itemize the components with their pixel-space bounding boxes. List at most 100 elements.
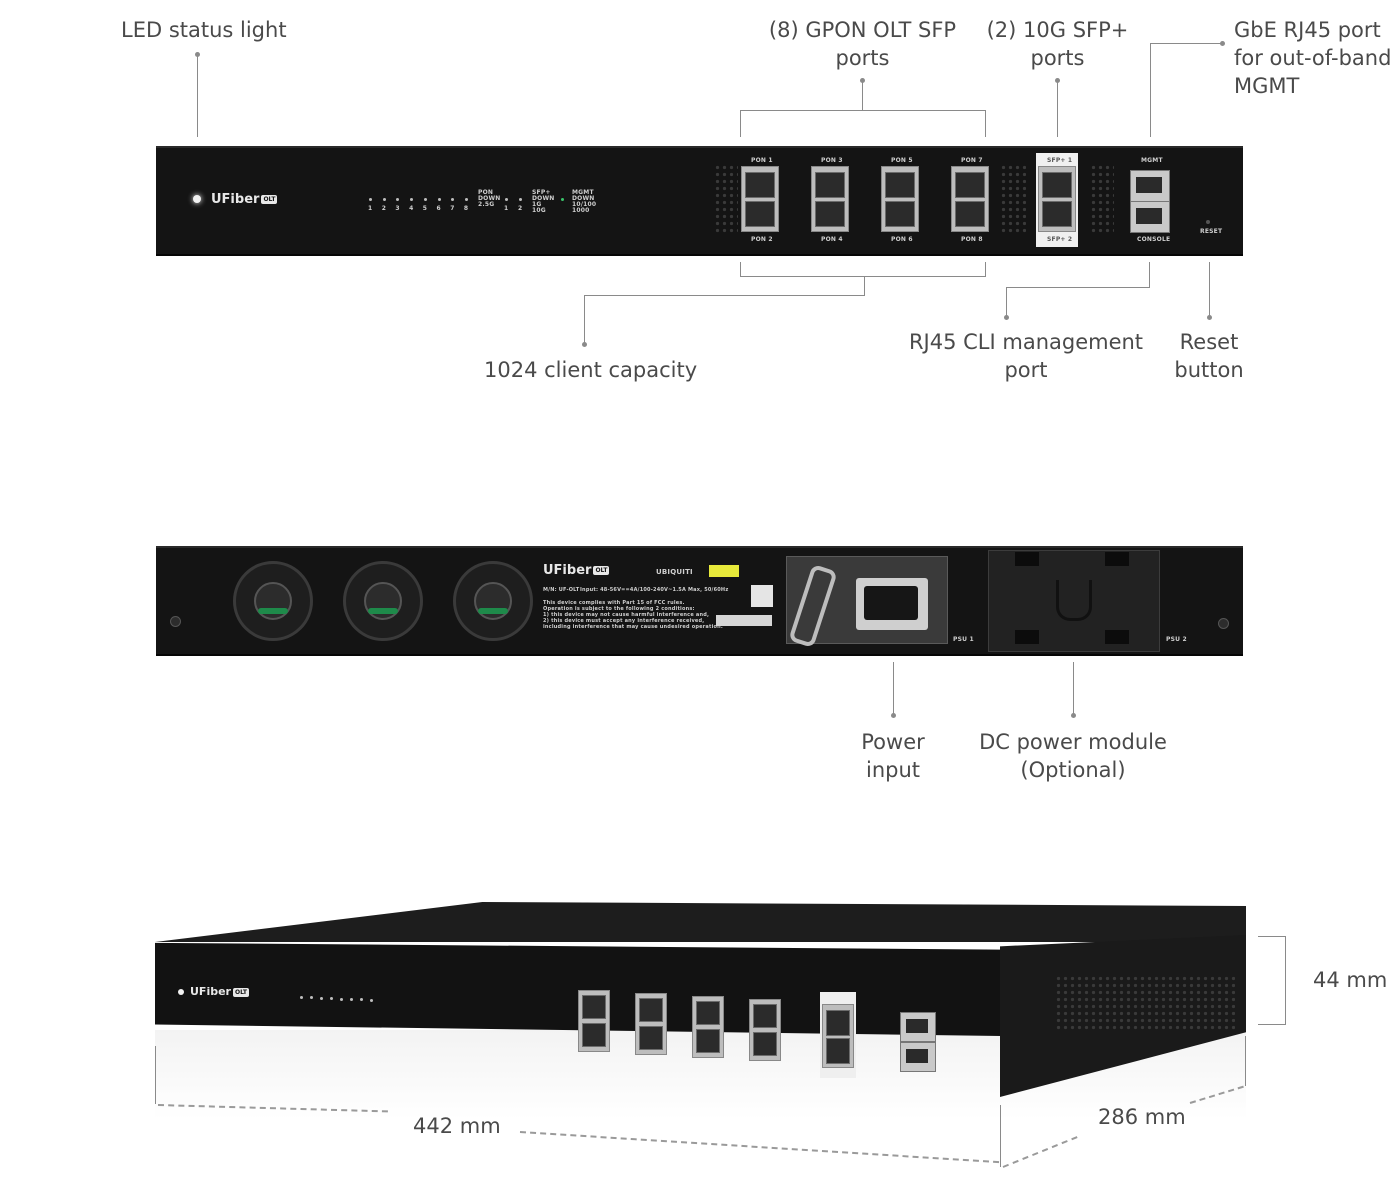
dim-height: 44 mm bbox=[1313, 968, 1388, 992]
callout-gbe-line2: for out-of-band bbox=[1234, 46, 1392, 70]
pon-sfp-cage bbox=[881, 166, 919, 232]
iso-pon-led bbox=[300, 996, 303, 999]
pon-led bbox=[369, 198, 372, 201]
rear-fcc-line: including interference that may cause un… bbox=[543, 624, 723, 630]
rear-screw bbox=[170, 616, 181, 627]
callout-reset-button: Reset button bbox=[1159, 328, 1259, 384]
iso-pon-sfp-port bbox=[696, 1029, 720, 1053]
rear-brand: UBIQUITI bbox=[656, 568, 693, 576]
iso-console-port bbox=[900, 1042, 936, 1072]
mgmt-legend: MGMT DOWN 10/100 1000 bbox=[572, 190, 596, 214]
dim-dash-depth bbox=[1002, 1136, 1078, 1168]
leader-line bbox=[1149, 262, 1150, 287]
sfp-plus-cage bbox=[1038, 166, 1076, 232]
callout-gbe-port: GbE RJ45 port for out-of-band MGMT bbox=[1234, 16, 1391, 100]
callout-cli-line1: RJ45 CLI management bbox=[908, 330, 1144, 354]
sfp-led bbox=[505, 198, 508, 201]
psu-1-label: PSU 1 bbox=[953, 636, 974, 643]
iso-pon-sfp-port bbox=[696, 1001, 720, 1025]
reset-pinhole bbox=[1206, 220, 1210, 224]
pon-led bbox=[451, 198, 455, 201]
iso-pon-sfp-cage bbox=[692, 996, 724, 1058]
callout-dc-line2: (Optional) bbox=[1020, 758, 1126, 782]
mgmt-led bbox=[561, 198, 564, 201]
mgmt-legend-down: DOWN bbox=[572, 195, 595, 202]
pon-bottom-label: PON 6 bbox=[891, 236, 913, 243]
iso-pon-led bbox=[340, 997, 343, 1001]
device-top-surface bbox=[155, 902, 1246, 942]
dim-line bbox=[1258, 936, 1286, 937]
pon-led-number: 6 bbox=[436, 205, 441, 212]
pon-top-label: PON 3 bbox=[821, 157, 843, 164]
psu-2-label: PSU 2 bbox=[1166, 636, 1187, 643]
fan-blade-accent bbox=[368, 608, 398, 614]
pon-led-number: 1 bbox=[368, 205, 373, 212]
sfp-led-number: 2 bbox=[518, 205, 523, 212]
pon-sfp-port bbox=[885, 201, 915, 227]
iso-pon-sfp-cage bbox=[635, 993, 667, 1055]
leader-dot bbox=[1207, 315, 1212, 320]
dim-dash-width bbox=[519, 1131, 1000, 1164]
sfp-plus-1-label: SFP+ 1 bbox=[1047, 157, 1073, 164]
leader-line bbox=[1150, 43, 1151, 137]
leader-line bbox=[1150, 43, 1222, 44]
iso-pon-sfp-cage bbox=[578, 990, 610, 1052]
pon-legend-title: PON bbox=[478, 189, 494, 196]
leader-line bbox=[740, 110, 741, 137]
pon-legend-speed: 2.5G bbox=[478, 201, 495, 208]
fan-blade-accent bbox=[258, 608, 288, 614]
iso-pon-sfp-port bbox=[639, 998, 663, 1022]
pon-sfp-port bbox=[815, 201, 845, 227]
leader-dot bbox=[1220, 41, 1225, 46]
pon-sfp-port bbox=[885, 172, 915, 198]
cooling-fan-2 bbox=[343, 561, 423, 641]
pon-top-label: PON 1 bbox=[751, 157, 773, 164]
sfp-plus-2-label: SFP+ 2 bbox=[1047, 236, 1073, 243]
mgmt-label: MGMT bbox=[1141, 157, 1163, 164]
bay-slot bbox=[1015, 552, 1039, 566]
dim-width: 442 mm bbox=[413, 1114, 501, 1138]
leader-line bbox=[1209, 262, 1210, 317]
iso-pon-led bbox=[350, 998, 353, 1001]
pon-led-number: 8 bbox=[463, 205, 469, 212]
pon-led-number: 5 bbox=[422, 205, 428, 212]
pon-sfp-port bbox=[955, 201, 985, 227]
leader-dot bbox=[1004, 315, 1009, 320]
console-rj45-port bbox=[1130, 201, 1170, 233]
leader-bracket bbox=[740, 110, 986, 111]
fan-hub bbox=[474, 582, 512, 620]
iso-pon-sfp-port bbox=[753, 1004, 777, 1028]
leader-line bbox=[985, 262, 986, 276]
reset-label: RESET bbox=[1200, 228, 1223, 235]
iso-logo-badge: OLT bbox=[232, 987, 250, 997]
sfp-legend-down: DOWN bbox=[532, 195, 555, 202]
iso-pon-led bbox=[360, 998, 363, 1002]
callout-sfp-ports: (2) 10G SFP+ ports bbox=[985, 16, 1130, 72]
rj45-jack bbox=[906, 1019, 928, 1033]
iso-pon-sfp-port bbox=[753, 1032, 777, 1056]
leader-line bbox=[985, 110, 986, 137]
pon-top-label: PON 7 bbox=[961, 157, 983, 164]
iso-sfp-plus-port-1 bbox=[826, 1010, 850, 1036]
pon-led-number: 2 bbox=[381, 205, 387, 212]
pon-led-number: 7 bbox=[450, 205, 455, 212]
mgmt-legend-title: MGMT bbox=[572, 189, 594, 196]
iso-led-status-light bbox=[178, 989, 184, 995]
pon-bottom-label: PON 8 bbox=[961, 236, 983, 243]
leader-line bbox=[584, 295, 585, 343]
callout-reset-line1: Reset bbox=[1179, 330, 1239, 354]
side-vent bbox=[1055, 975, 1235, 1030]
u-logo-icon bbox=[1056, 580, 1092, 621]
console-label: CONSOLE bbox=[1137, 236, 1171, 243]
pon-sfp-cage bbox=[741, 166, 779, 232]
leader-line bbox=[197, 55, 198, 137]
pon-bottom-label: PON 2 bbox=[751, 236, 773, 243]
cooling-fan-1 bbox=[233, 561, 313, 641]
rear-fcc-line: 1) this device may not cause harmful int… bbox=[543, 612, 710, 618]
fan-hub bbox=[254, 582, 292, 620]
pon-legend-down: DOWN bbox=[478, 195, 501, 202]
iso-sfp-plus-port-2 bbox=[826, 1038, 850, 1064]
leader-line bbox=[864, 276, 865, 295]
callout-gpon-line1: (8) GPON OLT SFP bbox=[768, 18, 957, 42]
